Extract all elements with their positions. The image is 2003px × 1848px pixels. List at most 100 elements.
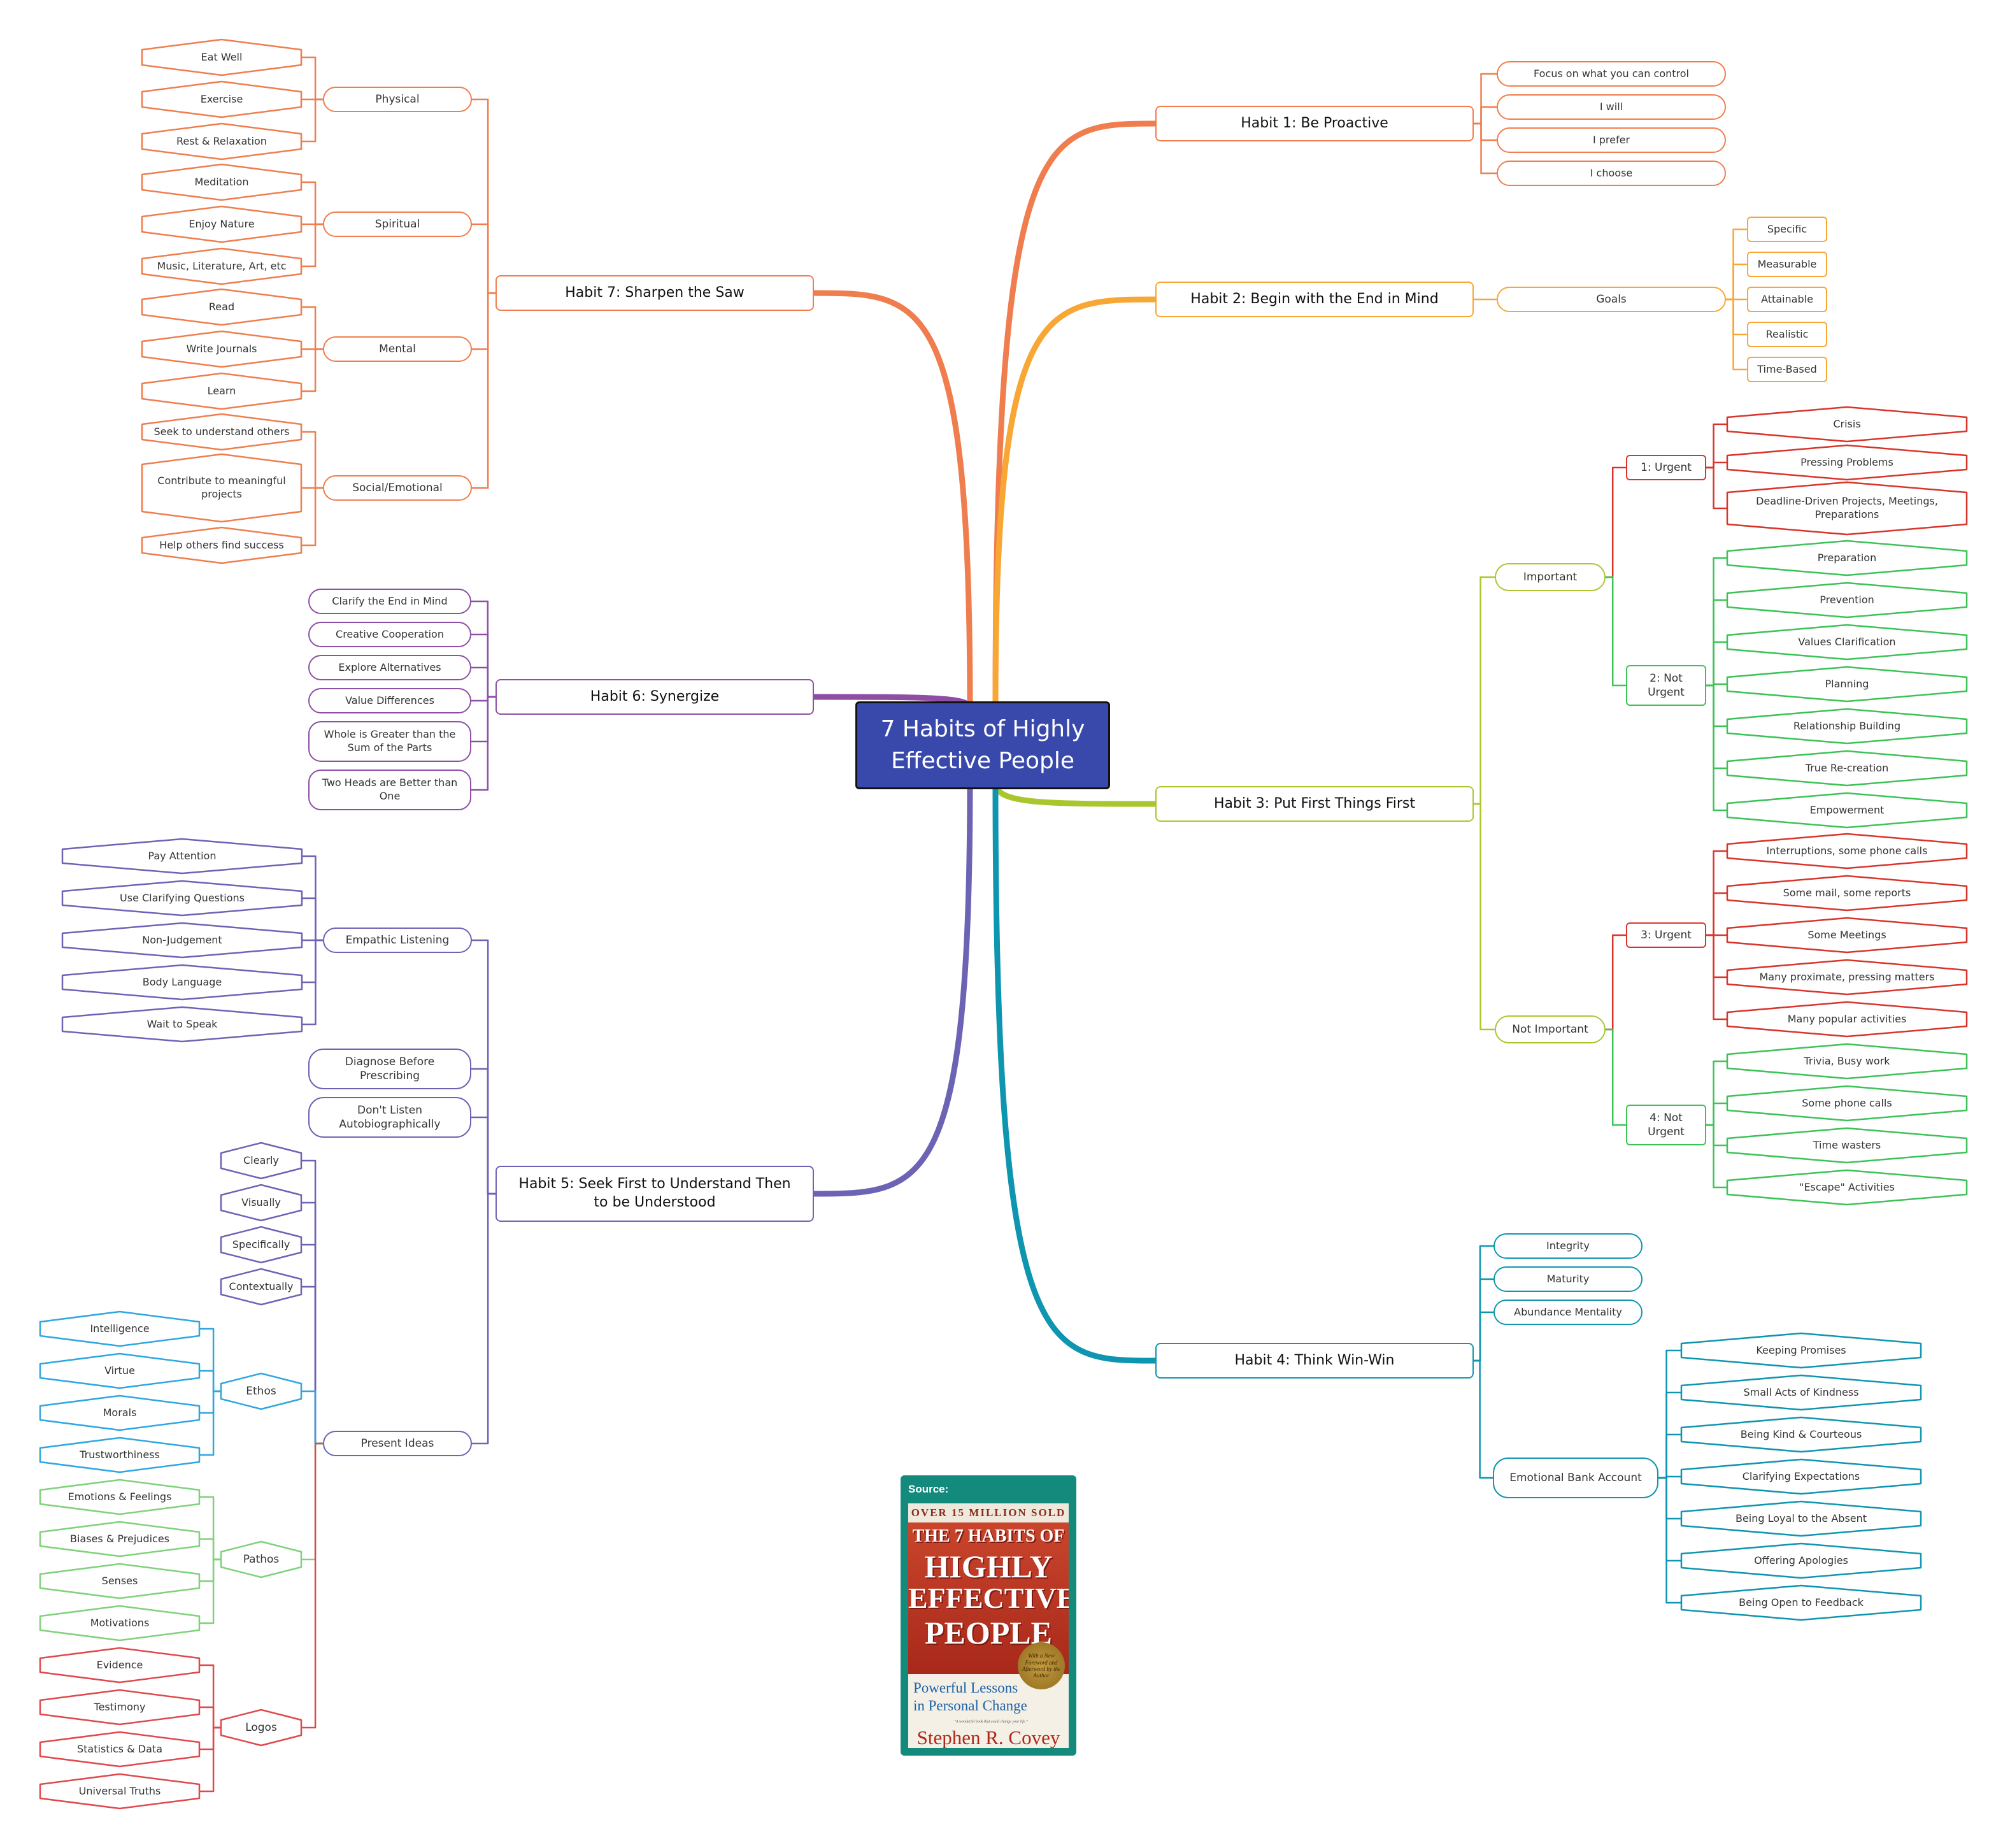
h2-goal-1[interactable]: Specific bbox=[1747, 217, 1827, 242]
h1-item-3[interactable]: I prefer bbox=[1497, 127, 1726, 153]
h7-social-item-1[interactable]: Seek to understand others bbox=[153, 425, 290, 438]
h4-item-1[interactable]: Integrity bbox=[1493, 1233, 1643, 1259]
h7-mental[interactable]: Mental bbox=[323, 336, 472, 362]
habit5-node[interactable]: Habit 5: Seek First to Understand Then t… bbox=[495, 1166, 814, 1222]
h4-eba-item-3[interactable]: Being Kind & Courteous bbox=[1740, 1428, 1862, 1440]
h4-eba-item-1[interactable]: Keeping Promises bbox=[1756, 1343, 1846, 1356]
h4-eba-item-5[interactable]: Being Loyal to the Absent bbox=[1735, 1512, 1867, 1524]
h4-eba-item-4[interactable]: Clarifying Expectations bbox=[1742, 1470, 1860, 1482]
h6-item-2[interactable]: Creative Cooperation bbox=[308, 622, 471, 647]
h5-pres-item-3[interactable]: Specifically bbox=[232, 1238, 290, 1250]
h5-pres-item-1[interactable]: Clearly bbox=[243, 1154, 279, 1166]
h3-not-important[interactable]: Not Important bbox=[1495, 1015, 1606, 1043]
h4-eba-item-6[interactable]: Offering Apologies bbox=[1754, 1554, 1848, 1566]
h3-important[interactable]: Important bbox=[1495, 563, 1606, 591]
h5-emp-item-5[interactable]: Wait to Speak bbox=[146, 1017, 218, 1030]
h5-ethos-item-2[interactable]: Virtue bbox=[104, 1364, 135, 1377]
h7-social-item-3[interactable]: Help others find success bbox=[159, 538, 284, 551]
h5-dont-listen[interactable]: Don't Listen Autobiographically bbox=[308, 1097, 471, 1138]
h3-q3-item-3[interactable]: Some Meetings bbox=[1807, 928, 1886, 941]
h2-goal-5[interactable]: Time-Based bbox=[1747, 357, 1827, 382]
h2-goal-3[interactable]: Attainable bbox=[1747, 287, 1827, 312]
h2-goals[interactable]: Goals bbox=[1497, 287, 1726, 312]
h5-pathos-item-1[interactable]: Emotions & Feelings bbox=[68, 1490, 172, 1503]
h3-q3-item-2[interactable]: Some mail, some reports bbox=[1783, 886, 1911, 899]
h7-phys-item-1[interactable]: Eat Well bbox=[201, 50, 243, 63]
h3-q4-item-1[interactable]: Trivia, Busy work bbox=[1804, 1054, 1890, 1067]
h5-logos-item-1[interactable]: Evidence bbox=[96, 1658, 143, 1671]
h3-q3-item-4[interactable]: Many proximate, pressing matters bbox=[1759, 970, 1935, 983]
central-topic[interactable]: 7 Habits of Highly Effective People bbox=[855, 701, 1110, 789]
h6-item-1[interactable]: Clarify the End in Mind bbox=[308, 589, 471, 614]
h3-q2-item-4[interactable]: Planning bbox=[1825, 677, 1869, 690]
habit7-node[interactable]: Habit 7: Sharpen the Saw bbox=[495, 275, 814, 311]
h1-item-1[interactable]: Focus on what you can control bbox=[1497, 61, 1726, 87]
h7-phys-item-3[interactable]: Rest & Relaxation bbox=[176, 134, 267, 147]
h3-q1-item-1[interactable]: Crisis bbox=[1833, 417, 1861, 430]
h6-item-3[interactable]: Explore Alternatives bbox=[308, 655, 471, 680]
h3-q2-item-7[interactable]: Empowerment bbox=[1809, 803, 1885, 816]
h6-item-6[interactable]: Two Heads are Better than One bbox=[308, 770, 471, 810]
h5-emp-item-4[interactable]: Body Language bbox=[142, 975, 222, 988]
h5-pres-item-2[interactable]: Visually bbox=[241, 1196, 281, 1208]
h7-mental-item-1[interactable]: Read bbox=[208, 300, 235, 313]
h4-eba[interactable]: Emotional Bank Account bbox=[1493, 1458, 1658, 1498]
h5-present[interactable]: Present Ideas bbox=[323, 1431, 472, 1456]
h5-pathos-item-2[interactable]: Biases & Prejudices bbox=[70, 1532, 169, 1545]
h7-social-item-2[interactable]: Contribute to meaningful projects bbox=[157, 475, 286, 500]
h3-q4[interactable]: 4: Not Urgent bbox=[1626, 1105, 1706, 1145]
h5-empathic[interactable]: Empathic Listening bbox=[323, 928, 472, 953]
h1-item-4[interactable]: I choose bbox=[1497, 161, 1726, 186]
h2-goal-2[interactable]: Measurable bbox=[1747, 252, 1827, 277]
h3-q3-item-5[interactable]: Many popular activities bbox=[1787, 1012, 1907, 1025]
habit3-node[interactable]: Habit 3: Put First Things First bbox=[1155, 786, 1474, 822]
h7-physical[interactable]: Physical bbox=[323, 87, 472, 112]
h5-pathos-item-3[interactable]: Senses bbox=[101, 1574, 138, 1587]
h3-q2[interactable]: 2: Not Urgent bbox=[1626, 665, 1706, 706]
habit2-node[interactable]: Habit 2: Begin with the End in Mind bbox=[1155, 282, 1474, 317]
h4-eba-item-7[interactable]: Being Open to Feedback bbox=[1739, 1596, 1864, 1608]
h7-spir-item-1[interactable]: Meditation bbox=[194, 175, 249, 188]
h5-pres-item-4[interactable]: Contextually bbox=[229, 1280, 294, 1293]
h5-emp-item-3[interactable]: Non-Judgement bbox=[142, 933, 222, 946]
h5-ethos-item-4[interactable]: Trustworthiness bbox=[80, 1448, 160, 1461]
h6-item-4[interactable]: Value Differences bbox=[308, 688, 471, 713]
h3-q1[interactable]: 1: Urgent bbox=[1626, 455, 1706, 480]
h3-q1-item-2[interactable]: Pressing Problems bbox=[1800, 455, 1893, 468]
h5-ethos-item-3[interactable]: Morals bbox=[103, 1406, 137, 1419]
h3-q2-item-2[interactable]: Prevention bbox=[1820, 593, 1874, 606]
h7-mental-item-3[interactable]: Learn bbox=[207, 384, 236, 397]
h5-logos-item-4[interactable]: Universal Truths bbox=[78, 1784, 161, 1797]
h3-q2-item-5[interactable]: Relationship Building bbox=[1793, 719, 1901, 732]
h5-ethos-item-1[interactable]: Intelligence bbox=[90, 1322, 150, 1335]
h3-q1-item-3[interactable]: Deadline-Driven Projects, Meetings, Prep… bbox=[1756, 495, 1938, 520]
habit4-node[interactable]: Habit 4: Think Win-Win bbox=[1155, 1343, 1474, 1379]
h7-spir-item-2[interactable]: Enjoy Nature bbox=[189, 217, 255, 230]
h7-social[interactable]: Social/Emotional bbox=[323, 475, 472, 501]
h5-emp-item-2[interactable]: Use Clarifying Questions bbox=[120, 891, 245, 904]
h4-item-2[interactable]: Maturity bbox=[1493, 1266, 1643, 1292]
habit6-node[interactable]: Habit 6: Synergize bbox=[495, 679, 814, 715]
h3-q4-item-2[interactable]: Some phone calls bbox=[1802, 1096, 1892, 1109]
h1-item-2[interactable]: I will bbox=[1497, 94, 1726, 120]
habit1-node[interactable]: Habit 1: Be Proactive bbox=[1155, 106, 1474, 141]
h5-emp-item-1[interactable]: Pay Attention bbox=[148, 849, 217, 862]
h5-pathos[interactable]: Pathos bbox=[243, 1552, 280, 1566]
h5-logos-item-2[interactable]: Testimony bbox=[94, 1700, 146, 1713]
h3-q3-item-1[interactable]: Interruptions, some phone calls bbox=[1766, 844, 1928, 857]
h5-pathos-item-4[interactable]: Motivations bbox=[90, 1616, 150, 1629]
h3-q4-item-3[interactable]: Time wasters bbox=[1813, 1138, 1881, 1151]
h7-spiritual[interactable]: Spiritual bbox=[323, 211, 472, 237]
h3-q2-item-1[interactable]: Preparation bbox=[1817, 551, 1877, 564]
h4-item-3[interactable]: Abundance Mentality bbox=[1493, 1300, 1643, 1325]
h6-item-5[interactable]: Whole is Greater than the Sum of the Par… bbox=[308, 721, 471, 762]
h3-q2-item-6[interactable]: True Re-creation bbox=[1805, 761, 1889, 774]
h2-goal-4[interactable]: Realistic bbox=[1747, 322, 1827, 347]
h7-mental-item-2[interactable]: Write Journals bbox=[186, 342, 257, 355]
h5-ethos[interactable]: Ethos bbox=[246, 1384, 276, 1398]
h5-logos-item-3[interactable]: Statistics & Data bbox=[77, 1742, 162, 1755]
h3-q2-item-3[interactable]: Values Clarification bbox=[1798, 635, 1896, 648]
h3-q4-item-4[interactable]: "Escape" Activities bbox=[1799, 1180, 1895, 1193]
h5-logos[interactable]: Logos bbox=[245, 1721, 277, 1734]
h7-phys-item-2[interactable]: Exercise bbox=[200, 92, 243, 105]
